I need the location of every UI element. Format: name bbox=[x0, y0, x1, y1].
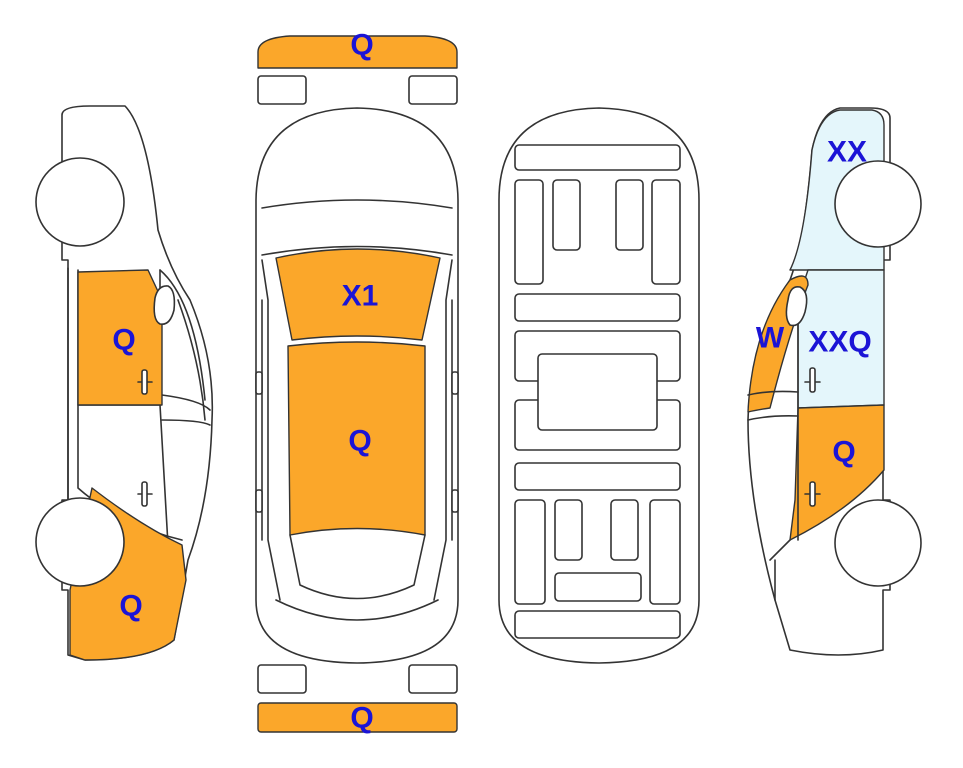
front-left-light bbox=[257, 75, 307, 105]
right-rear-fender-label: XX bbox=[827, 136, 867, 169]
front-bumper-label: Q bbox=[350, 29, 373, 62]
rear-bumper-panel[interactable] bbox=[257, 702, 458, 733]
right-side-view: XX W XXQ Q bbox=[747, 107, 922, 656]
top-view: Q X1 Q Q bbox=[255, 29, 459, 735]
front-bumper-panel[interactable] bbox=[257, 35, 458, 69]
right-rear-wheel bbox=[834, 160, 922, 248]
front-right-light bbox=[408, 75, 458, 105]
left-front-door-panel[interactable] bbox=[77, 269, 163, 406]
right-front-wheel bbox=[834, 499, 922, 587]
right-front-door-label: XXQ bbox=[808, 326, 871, 359]
left-rear-quarter-label: Q bbox=[119, 590, 142, 623]
left-front-wheel bbox=[35, 157, 125, 247]
rear-bumper-label: Q bbox=[350, 702, 373, 735]
left-rear-wheel bbox=[35, 497, 125, 587]
hood-panel[interactable] bbox=[275, 248, 441, 341]
right-pillar-label: W bbox=[756, 322, 785, 355]
rear-right-light bbox=[408, 664, 458, 694]
left-side-view: Q Q bbox=[35, 105, 214, 661]
underbody-view bbox=[498, 107, 700, 664]
roof-label: Q bbox=[348, 425, 371, 458]
rear-left-light bbox=[257, 664, 307, 694]
right-rear-door-label: Q bbox=[832, 436, 855, 469]
hood-label: X1 bbox=[342, 280, 379, 313]
left-front-door-label: Q bbox=[112, 324, 135, 357]
